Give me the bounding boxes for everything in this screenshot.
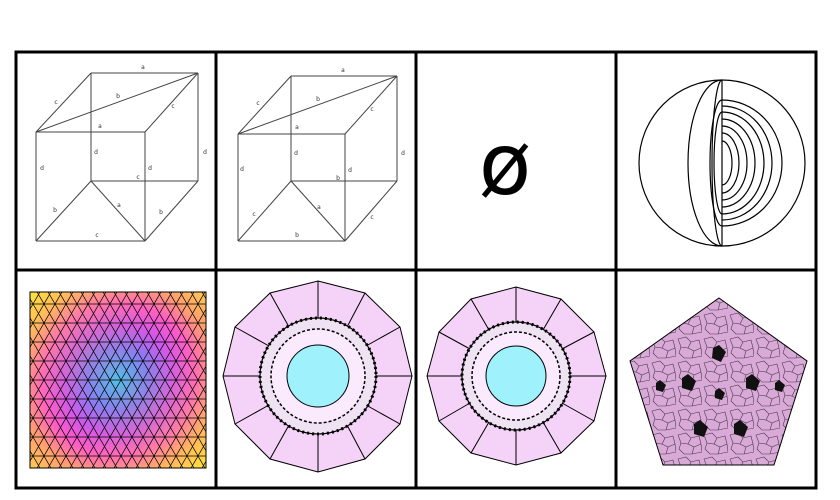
- cube-b-label: d: [348, 167, 352, 174]
- cube-b-label: b: [316, 96, 320, 103]
- cube-a-label: a: [117, 202, 121, 209]
- cube-b-labels: a c b c a d d d b d c a c b: [240, 67, 405, 239]
- cube-a-label: c: [54, 99, 57, 106]
- cube-a-labels: a c b c a d d d c d a b b c: [40, 64, 207, 239]
- cube-a-label: b: [116, 93, 120, 100]
- cube-b-label: c: [370, 214, 373, 221]
- cube-a-label: c: [136, 174, 139, 181]
- cube-b-label: d: [240, 166, 244, 173]
- cube-b-label: b: [295, 232, 299, 239]
- nested-arcs-diagram: [638, 79, 806, 247]
- cube-a-label: a: [98, 123, 102, 130]
- cube-a-label: d: [203, 149, 207, 156]
- triangulated-square: [29, 291, 207, 469]
- cube-b-label: b: [336, 175, 340, 182]
- cube-b-label: d: [294, 150, 298, 157]
- grid-frame: [14, 50, 818, 490]
- cube-b-label: a: [295, 124, 299, 131]
- cube-diagram-a: [35, 72, 199, 242]
- cube-b-label: a: [317, 204, 321, 211]
- cube-a-label: b: [159, 209, 163, 216]
- cube-a-label: c: [171, 103, 174, 110]
- cube-a-label: d: [148, 165, 152, 172]
- cube-b-label: c: [256, 100, 259, 107]
- cube-b-label: c: [370, 106, 373, 113]
- empty-set-symbol: ø: [479, 115, 532, 215]
- cube-a-label: a: [141, 64, 145, 71]
- cube-diagram-b: [237, 75, 398, 242]
- hyperbolic-tiling-b: [426, 286, 607, 466]
- hyperbolic-tiling-a: [222, 280, 413, 473]
- cube-a-label: d: [40, 165, 44, 172]
- cube-a-label: b: [53, 207, 57, 214]
- cube-b-label: c: [252, 211, 255, 218]
- cube-a-label: c: [95, 232, 98, 239]
- cube-b-label: d: [401, 150, 405, 157]
- cube-b-label: a: [341, 67, 345, 74]
- pentagon-pattern: [629, 297, 808, 466]
- cube-a-label: d: [94, 149, 98, 156]
